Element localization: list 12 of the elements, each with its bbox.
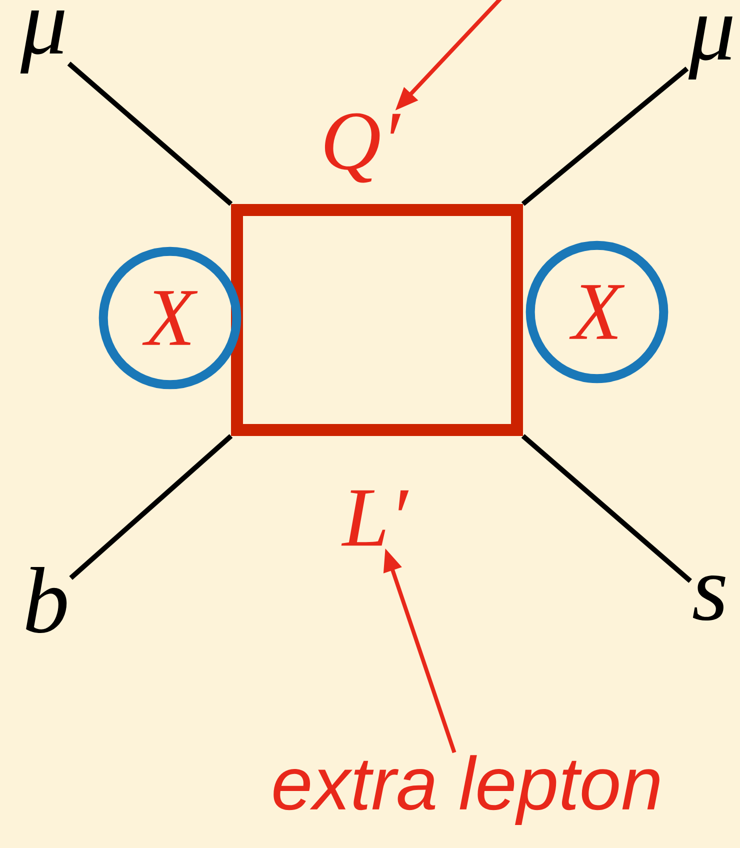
box-loop xyxy=(231,204,523,436)
particle-label: b xyxy=(26,567,67,633)
particle-label: μ xyxy=(20,10,64,74)
particle-label: L′ xyxy=(341,490,409,546)
particle-line xyxy=(69,434,233,580)
particle-line xyxy=(521,434,692,583)
particle-line xyxy=(521,66,689,206)
annotation-text: extra lepton xyxy=(274,755,660,825)
particle-label: s xyxy=(692,575,726,621)
particle-line xyxy=(67,62,233,206)
particle-label: μ xyxy=(688,16,732,80)
particle-label: Q′ xyxy=(324,113,401,183)
